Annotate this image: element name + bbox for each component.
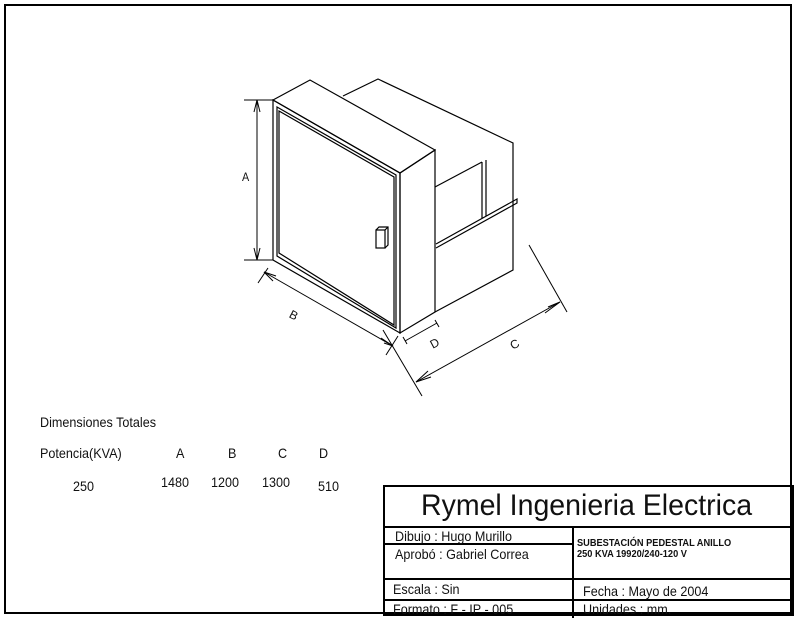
divider (385, 543, 573, 545)
divider (385, 599, 792, 601)
front-enclosure (271, 79, 437, 335)
cell-d: 510 (318, 478, 340, 494)
dimension-label-a: A (242, 170, 250, 184)
company-name: Rymel Ingenieria Electrica (421, 489, 753, 522)
description-line2: 250 KVA 19920/240-120 V (577, 548, 687, 560)
formato-field: Formato : F - IP - 005 (393, 601, 514, 617)
dimension-d (402, 319, 440, 345)
header-d: D (319, 445, 329, 461)
cell-c: 1300 (262, 474, 291, 490)
divider (385, 578, 792, 580)
title-block: Rymel Ingenieria Electrica Dibujo : Hugo… (383, 485, 794, 618)
aprobo-field: Aprobó : Gabriel Correa (395, 546, 529, 562)
description-line1: SUBESTACIÓN PEDESTAL ANILLO (577, 537, 732, 549)
dimension-c (382, 244, 568, 397)
divider (572, 526, 574, 618)
cell-potencia: 250 (73, 478, 95, 494)
unidades-field: Unidades : mm. (583, 601, 672, 617)
dimension-b (257, 267, 399, 356)
escala-field: Escala : Sin (393, 581, 460, 597)
cell-a: 1480 (161, 474, 190, 490)
dibujo-field: Dibujo : Hugo Murillo (395, 528, 512, 544)
fecha-field: Fecha : Mayo de 2004 (583, 583, 709, 599)
divider (385, 526, 792, 528)
header-b: B (228, 445, 237, 461)
header-potencia: Potencia(KVA) (40, 445, 122, 461)
door-handle-icon (375, 226, 389, 249)
rear-enclosure (342, 78, 518, 313)
drawing-border (4, 4, 792, 614)
header-a: A (176, 445, 185, 461)
header-c: C (278, 445, 288, 461)
dimension-a (244, 99, 273, 261)
cell-b: 1200 (211, 474, 240, 490)
dimensions-table-title: Dimensiones Totales (40, 414, 157, 430)
